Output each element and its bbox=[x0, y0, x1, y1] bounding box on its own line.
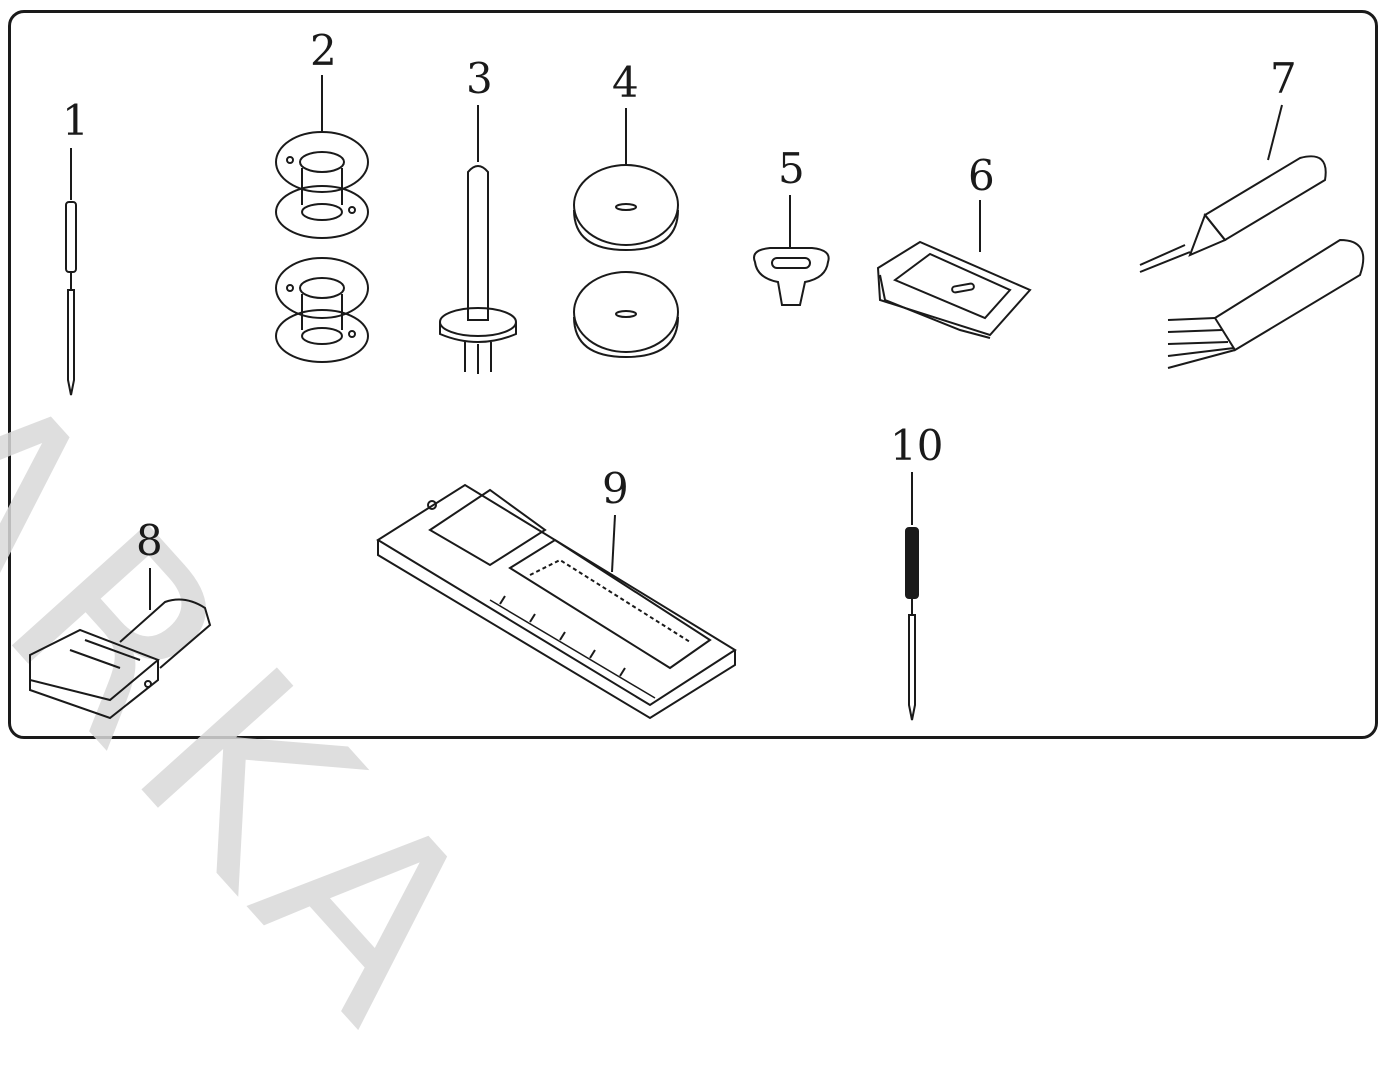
part-number-7: 7 bbox=[1270, 54, 1297, 103]
part-number-2: 2 bbox=[310, 26, 337, 75]
bobbins-icon bbox=[275, 75, 369, 363]
zipper-foot-icon bbox=[29, 568, 212, 720]
part-number-1: 1 bbox=[62, 96, 89, 145]
part-number-9: 9 bbox=[602, 464, 629, 513]
part-number-4: 4 bbox=[612, 58, 639, 107]
sewing-needle-icon bbox=[65, 148, 77, 396]
part-number-8: 8 bbox=[136, 516, 163, 565]
part-number-5: 5 bbox=[778, 144, 805, 193]
buttonhole-foot-icon bbox=[376, 483, 737, 720]
part-number-6: 6 bbox=[968, 151, 995, 200]
parts-illustration bbox=[29, 75, 1365, 721]
spool-caps-icon bbox=[573, 108, 679, 359]
diagram-frame bbox=[8, 10, 1378, 739]
seam-ripper-and-brush-icon bbox=[1139, 104, 1365, 369]
part-number-10: 10 bbox=[890, 421, 944, 470]
presser-foot-icon bbox=[876, 200, 1032, 339]
spool-pin-icon bbox=[439, 105, 517, 374]
spool-felt-icon bbox=[753, 195, 830, 306]
twin-needle-icon bbox=[905, 472, 919, 721]
part-number-3: 3 bbox=[466, 54, 493, 103]
